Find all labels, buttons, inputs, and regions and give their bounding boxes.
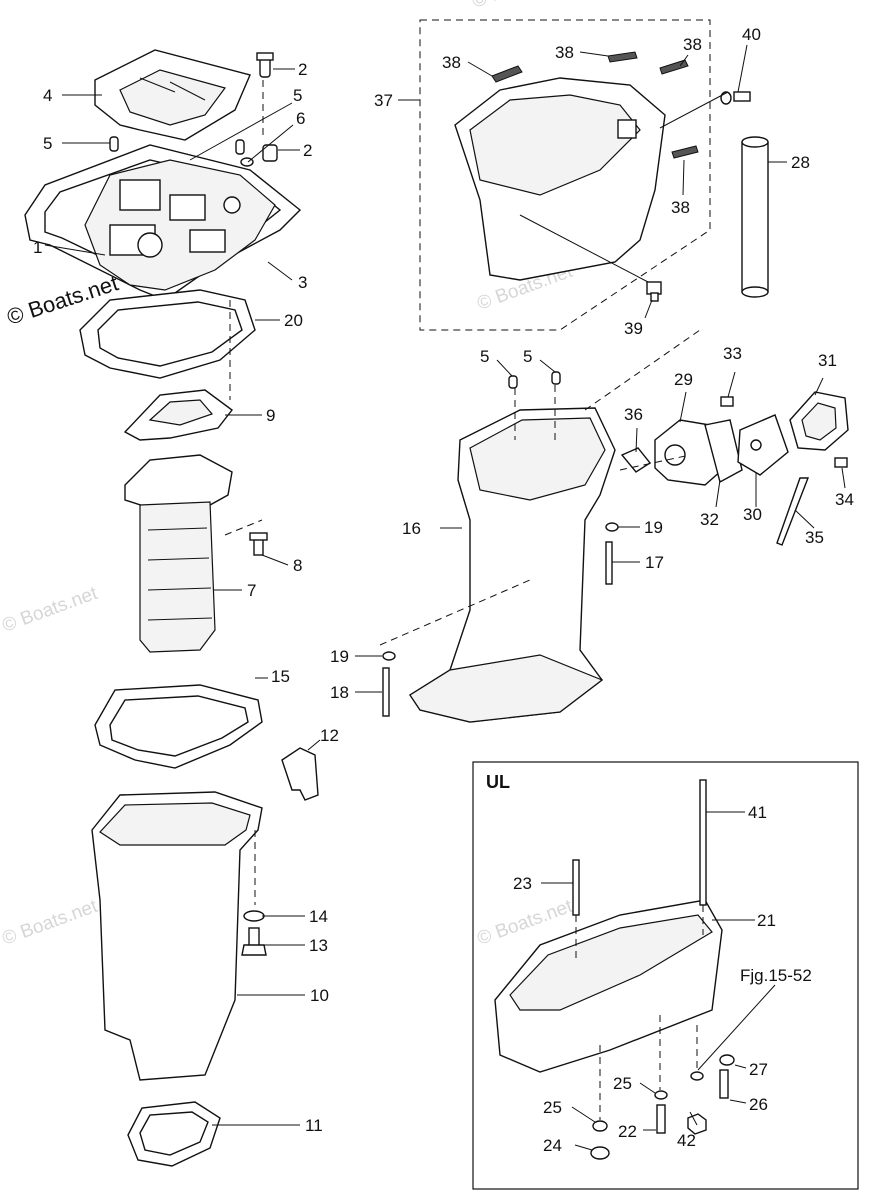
callout-15: 15 [271, 667, 290, 686]
part-20-gasket [79, 289, 256, 379]
callout-24: 24 [543, 1136, 562, 1155]
part-8-bolt [249, 532, 268, 556]
callout-4: 4 [43, 86, 52, 105]
callout-38: 38 [442, 53, 461, 72]
callout-36: 36 [624, 405, 643, 424]
callout-39: 39 [624, 319, 643, 338]
callout-2: 2 [303, 141, 312, 160]
part-29-pump-body [654, 419, 723, 486]
watermark-text: © Boats.net [470, 0, 571, 13]
inset-title: UL [486, 772, 510, 792]
part-9-plate [123, 389, 233, 441]
callout-6: 6 [296, 109, 305, 128]
inset-ul-box: UL [472, 761, 859, 1190]
watermark-text: © Boats.net [0, 583, 101, 637]
callout-25: 25 [543, 1098, 562, 1117]
callout-31: 31 [818, 351, 837, 370]
callout-38: 38 [671, 198, 690, 217]
part-32-gasket [704, 419, 743, 484]
callout-9: 9 [266, 406, 275, 425]
callout-19: 19 [330, 647, 349, 666]
callout-21: 21 [757, 911, 776, 930]
callout-3: 3 [298, 273, 307, 292]
leader-lines [44, 44, 846, 1151]
part-39-bolt [646, 281, 662, 302]
callout-26: 26 [749, 1095, 768, 1114]
watermark-text: © Boats.net [0, 896, 101, 950]
part-33-34-bolts [720, 396, 848, 468]
part-17-18-bolts [382, 541, 613, 717]
callout-40: 40 [742, 25, 761, 44]
callout-30: 30 [743, 505, 762, 524]
part-1-adapter [84, 159, 276, 291]
part-38-pads [491, 51, 699, 159]
callout-38: 38 [555, 43, 574, 62]
callout-34: 34 [835, 490, 854, 509]
callout-19: 19 [644, 518, 663, 537]
callout-7: 7 [247, 581, 256, 600]
callout-labels: 2 4 5 6 5 2 1 3 20 9 8 7 15 12 14 13 10 … [33, 25, 854, 1155]
callout-35: 35 [805, 528, 824, 547]
part-30-cover [737, 414, 789, 476]
callout-11: 11 [305, 1116, 323, 1135]
callout-5: 5 [523, 347, 532, 366]
callout-33: 33 [723, 344, 742, 363]
part-13-14-fasteners [241, 910, 267, 956]
part-28-tube [741, 136, 769, 298]
callout-37: 37 [374, 91, 393, 110]
callout-18: 18 [330, 683, 349, 702]
part-21-inset-housing [494, 899, 723, 1073]
part-4-plate [94, 49, 251, 141]
callout-41: 41 [748, 803, 767, 822]
callout-13: 13 [309, 936, 328, 955]
part-10-lower-housing [91, 791, 263, 1081]
callout-28: 28 [791, 153, 810, 172]
callout-12: 12 [320, 726, 339, 745]
part-40-bolt [720, 91, 751, 105]
callout-2: 2 [298, 60, 307, 79]
callout-5: 5 [43, 134, 52, 153]
parts-22-27-42-fasteners [572, 779, 735, 1160]
inset-reference: Fjg.15-52 [740, 966, 812, 985]
callout-16: 16 [402, 519, 421, 538]
part-15-gasket [94, 684, 263, 769]
callout-23: 23 [513, 874, 532, 893]
part-12-clip [281, 747, 319, 801]
part-16-driveshaft-housing [409, 407, 616, 723]
fasteners-top-left [109, 52, 278, 167]
callout-20: 20 [284, 311, 303, 330]
part-36-grommet [620, 447, 652, 473]
callout-5: 5 [480, 347, 489, 366]
part-7-exhaust-tube [124, 454, 233, 653]
callout-27: 27 [749, 1060, 768, 1079]
callout-5: 5 [293, 86, 302, 105]
callout-42: 42 [677, 1131, 696, 1150]
callout-22: 22 [618, 1122, 637, 1141]
part-37-cowl [454, 77, 666, 281]
callout-10: 10 [310, 986, 329, 1005]
callout-32: 32 [700, 510, 719, 529]
callout-14: 14 [309, 907, 328, 926]
part-31-cover [789, 391, 849, 451]
callout-38: 38 [683, 35, 702, 54]
callout-25: 25 [613, 1074, 632, 1093]
part-11-seal [127, 1101, 221, 1167]
callout-29: 29 [674, 370, 693, 389]
callout-8: 8 [293, 556, 302, 575]
callout-17: 17 [645, 553, 664, 572]
part-35-rod [776, 477, 810, 546]
part-37-group-box [419, 19, 711, 331]
callout-1: 1 [33, 238, 42, 257]
